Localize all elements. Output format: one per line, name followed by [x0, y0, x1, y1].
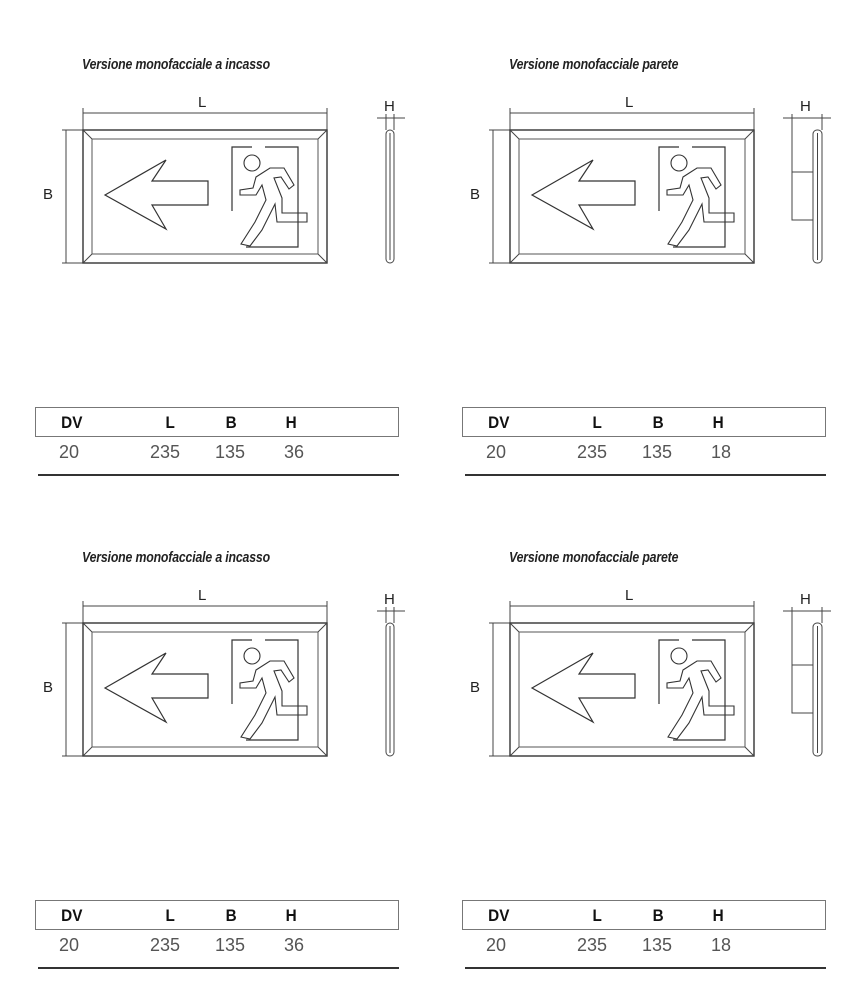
col-header-b: B — [652, 906, 664, 925]
door-icon — [658, 146, 726, 248]
dimension-label-H: H — [800, 98, 811, 115]
exit-sign-drawing — [489, 601, 831, 757]
col-header-b: B — [652, 413, 664, 432]
panel-title: Versione monofacciale parete — [509, 56, 679, 73]
side-view — [783, 607, 831, 757]
running-man-icon — [239, 647, 308, 740]
exit-sign-drawing — [62, 601, 405, 757]
cell-l: 235 — [577, 442, 608, 462]
sign-frame-outer — [509, 622, 755, 757]
door-icon — [231, 146, 299, 248]
col-header-dv: DV — [61, 906, 83, 925]
arrow-left-icon — [530, 652, 636, 724]
cell-h: 36 — [284, 442, 305, 462]
side-view — [783, 114, 831, 264]
dimension-label-L: L — [198, 94, 207, 111]
dimension-label-L: L — [625, 587, 634, 604]
cell-b: 135 — [215, 442, 246, 462]
col-header-l: L — [592, 413, 602, 432]
door-icon — [231, 639, 299, 741]
dimension-label-H: H — [384, 591, 395, 608]
dimension-label-B: B — [470, 186, 481, 203]
cell-b: 135 — [642, 935, 673, 955]
arrow-left-icon — [530, 159, 636, 231]
product-panel: Versione monofacciale parete — [427, 0, 854, 493]
col-header-h: H — [285, 906, 297, 925]
col-header-l: L — [165, 413, 175, 432]
cell-dv: 20 — [486, 935, 507, 955]
side-view — [377, 607, 405, 757]
cell-l: 235 — [577, 935, 608, 955]
table-divider — [465, 474, 826, 476]
dimension-label-L: L — [625, 94, 634, 111]
spec-table-header: DV L B H — [35, 407, 399, 437]
sign-frame-inner — [518, 138, 746, 255]
cell-l: 235 — [150, 442, 181, 462]
arrow-left-icon — [103, 159, 209, 231]
col-header-h: H — [712, 413, 724, 432]
product-panel: Versione monofacciale parete — [427, 493, 854, 986]
panel-title: Versione monofacciale parete — [509, 549, 679, 566]
sign-frame-outer — [82, 622, 328, 757]
table-divider — [38, 474, 399, 476]
col-header-dv: DV — [488, 413, 510, 432]
sign-frame-outer — [509, 129, 755, 264]
running-man-icon — [666, 154, 735, 247]
dimension-label-B: B — [470, 679, 481, 696]
col-header-l: L — [165, 906, 175, 925]
cell-dv: 20 — [59, 935, 80, 955]
col-header-h: H — [712, 906, 724, 925]
spec-table-header: DV L B H — [35, 900, 399, 930]
col-header-b: B — [225, 413, 237, 432]
panel-title: Versione monofacciale a incasso — [82, 56, 270, 73]
cell-l: 235 — [150, 935, 181, 955]
cell-h: 18 — [711, 935, 732, 955]
spec-table-header: DV L B H — [462, 407, 826, 437]
col-header-dv: DV — [61, 413, 83, 432]
product-panel: Versione monofacciale a incasso — [0, 0, 427, 493]
dimension-label-H: H — [800, 591, 811, 608]
cell-b: 135 — [642, 442, 673, 462]
cell-b: 135 — [215, 935, 246, 955]
cell-dv: 20 — [59, 442, 80, 462]
col-header-l: L — [592, 906, 602, 925]
sign-frame-inner — [91, 631, 319, 748]
door-icon — [658, 639, 726, 741]
table-divider — [465, 967, 826, 969]
table-divider — [38, 967, 399, 969]
exit-sign-drawing — [489, 108, 831, 264]
col-header-h: H — [285, 413, 297, 432]
col-header-b: B — [225, 906, 237, 925]
sign-frame-outer — [82, 129, 328, 264]
running-man-icon — [666, 647, 735, 740]
dimension-label-B: B — [43, 186, 54, 203]
running-man-icon — [239, 154, 308, 247]
sign-frame-inner — [91, 138, 319, 255]
dimension-label-L: L — [198, 587, 207, 604]
arrow-left-icon — [103, 652, 209, 724]
col-header-dv: DV — [488, 906, 510, 925]
exit-sign-drawing — [62, 108, 405, 264]
dimension-label-H: H — [384, 98, 395, 115]
dimension-label-B: B — [43, 679, 54, 696]
product-panel: Versione monofacciale a incasso — [0, 493, 427, 986]
spec-table-header: DV L B H — [462, 900, 826, 930]
cell-h: 36 — [284, 935, 305, 955]
side-view — [377, 114, 405, 264]
sign-frame-inner — [518, 631, 746, 748]
cell-h: 18 — [711, 442, 732, 462]
panel-title: Versione monofacciale a incasso — [82, 549, 270, 566]
cell-dv: 20 — [486, 442, 507, 462]
